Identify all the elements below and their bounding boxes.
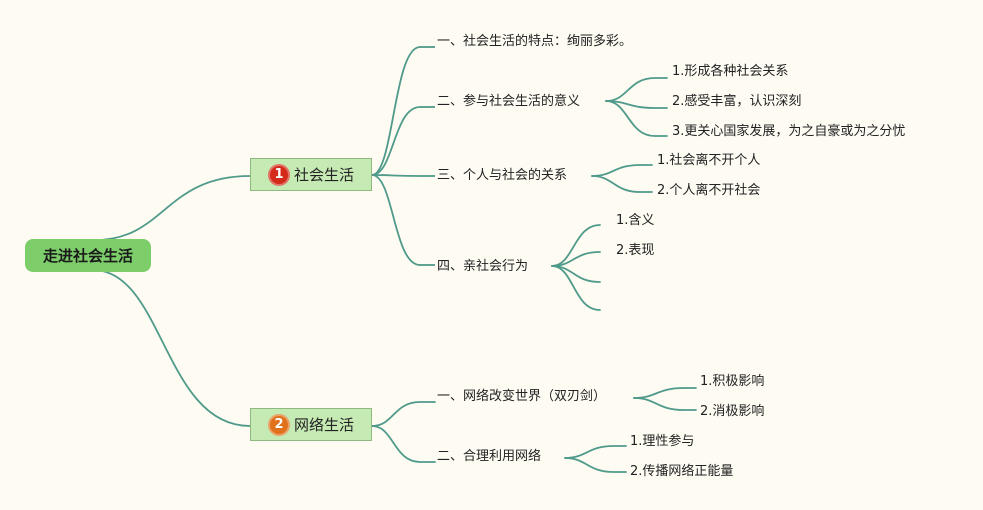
topic-node[interactable]: 二、参与社会生活的意义 — [437, 94, 581, 109]
leaf-node[interactable]: 1.社会离不开个人 — [657, 153, 761, 168]
leaf-node[interactable]: 2.个人离不开社会 — [657, 183, 761, 198]
topic-to-leaf-line — [633, 397, 697, 411]
branch-label: 网络生活 — [293, 416, 354, 434]
topic-to-leaf-line — [551, 265, 601, 311]
topic-node[interactable]: 二、合理利用网络 — [437, 449, 542, 464]
topic-to-leaf-line — [633, 387, 697, 399]
topic-node[interactable]: 四、亲社会行为 — [437, 259, 529, 274]
branch-social-life[interactable]: 1 社会生活 — [250, 158, 372, 191]
topic-to-leaf-line — [551, 224, 601, 267]
branch-to-topic-line — [371, 174, 421, 266]
root-to-branch-line — [92, 269, 251, 427]
topic-node[interactable]: 一、社会生活的特点：绚丽多彩。 — [437, 34, 633, 49]
leaf-node[interactable]: 1.积极影响 — [700, 374, 765, 389]
leaf-node[interactable]: 2.感受丰富，认识深刻 — [672, 94, 802, 109]
branch-to-topic-line — [371, 425, 436, 463]
root-to-branch-line — [94, 175, 251, 241]
branch-to-topic-line — [371, 46, 421, 176]
leaf-node[interactable]: 1.理性参与 — [630, 434, 695, 449]
leaf-node[interactable]: 2.传播网络正能量 — [630, 464, 734, 479]
leaf-node[interactable]: 2.消极影响 — [700, 404, 765, 419]
topic-to-leaf-line — [605, 100, 668, 137]
leaf-node[interactable]: 1.形成各种社会关系 — [672, 64, 789, 79]
topic-to-leaf-line — [591, 175, 653, 193]
topic-to-leaf-line — [564, 445, 627, 459]
branch-to-topic-line — [371, 401, 436, 427]
topic-to-leaf-line — [564, 457, 627, 473]
topic-to-leaf-line — [605, 77, 668, 102]
leaf-node[interactable]: 2.表现 — [616, 243, 655, 258]
topic-to-leaf-line — [591, 164, 653, 177]
leaf-node[interactable]: 3.更关心国家发展，为之自豪或为之分忧 — [672, 124, 906, 139]
branch-label: 社会生活 — [293, 166, 354, 184]
topic-node[interactable]: 三、个人与社会的关系 — [437, 168, 568, 183]
root-node[interactable]: 走进社会生活 — [25, 239, 151, 272]
branch-to-topic-line — [371, 174, 421, 177]
priority-1-icon: 1 — [267, 163, 290, 186]
branch-online-life[interactable]: 2 网络生活 — [250, 408, 372, 441]
priority-2-icon: 2 — [267, 413, 290, 436]
branch-to-topic-line — [371, 106, 421, 176]
topic-node[interactable]: 一、网络改变世界（双刃剑） — [437, 389, 607, 404]
leaf-node[interactable]: 1.含义 — [616, 213, 655, 228]
root-label: 走进社会生活 — [42, 247, 133, 265]
